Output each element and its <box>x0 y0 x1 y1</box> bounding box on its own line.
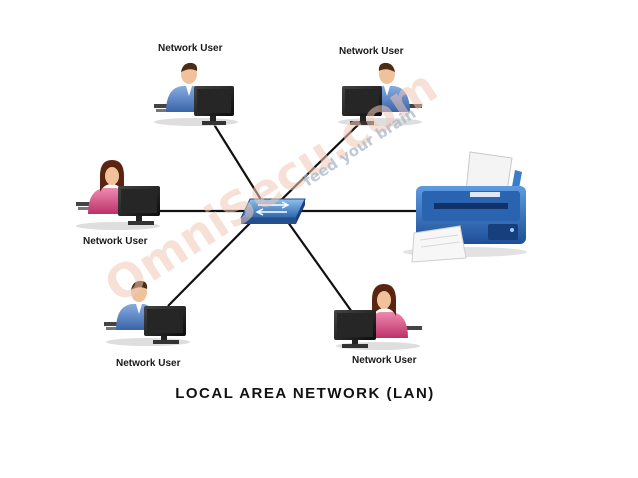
link-bottom-right <box>284 217 353 313</box>
user-icon-top-right <box>338 62 422 126</box>
label-user-bottom-left: Network User <box>116 358 181 369</box>
link-bottom-left <box>167 217 256 307</box>
diagram-title: LOCAL AREA NETWORK (LAN) <box>175 385 435 402</box>
links <box>160 117 418 313</box>
label-user-top-right: Network User <box>339 46 404 57</box>
label-user-mid-left: Network User <box>83 236 148 247</box>
link-top-right <box>274 117 366 207</box>
label-user-top-left: Network User <box>158 43 223 54</box>
switch-icon <box>240 198 306 224</box>
user-icon-mid-left <box>76 160 160 230</box>
user-icon-bottom-right <box>334 284 422 350</box>
user-icon-top-left <box>154 62 238 126</box>
link-top-left <box>209 117 266 207</box>
printer-icon <box>403 151 527 263</box>
label-user-bottom-right: Network User <box>352 355 417 366</box>
user-icon-bottom-left <box>104 280 190 346</box>
